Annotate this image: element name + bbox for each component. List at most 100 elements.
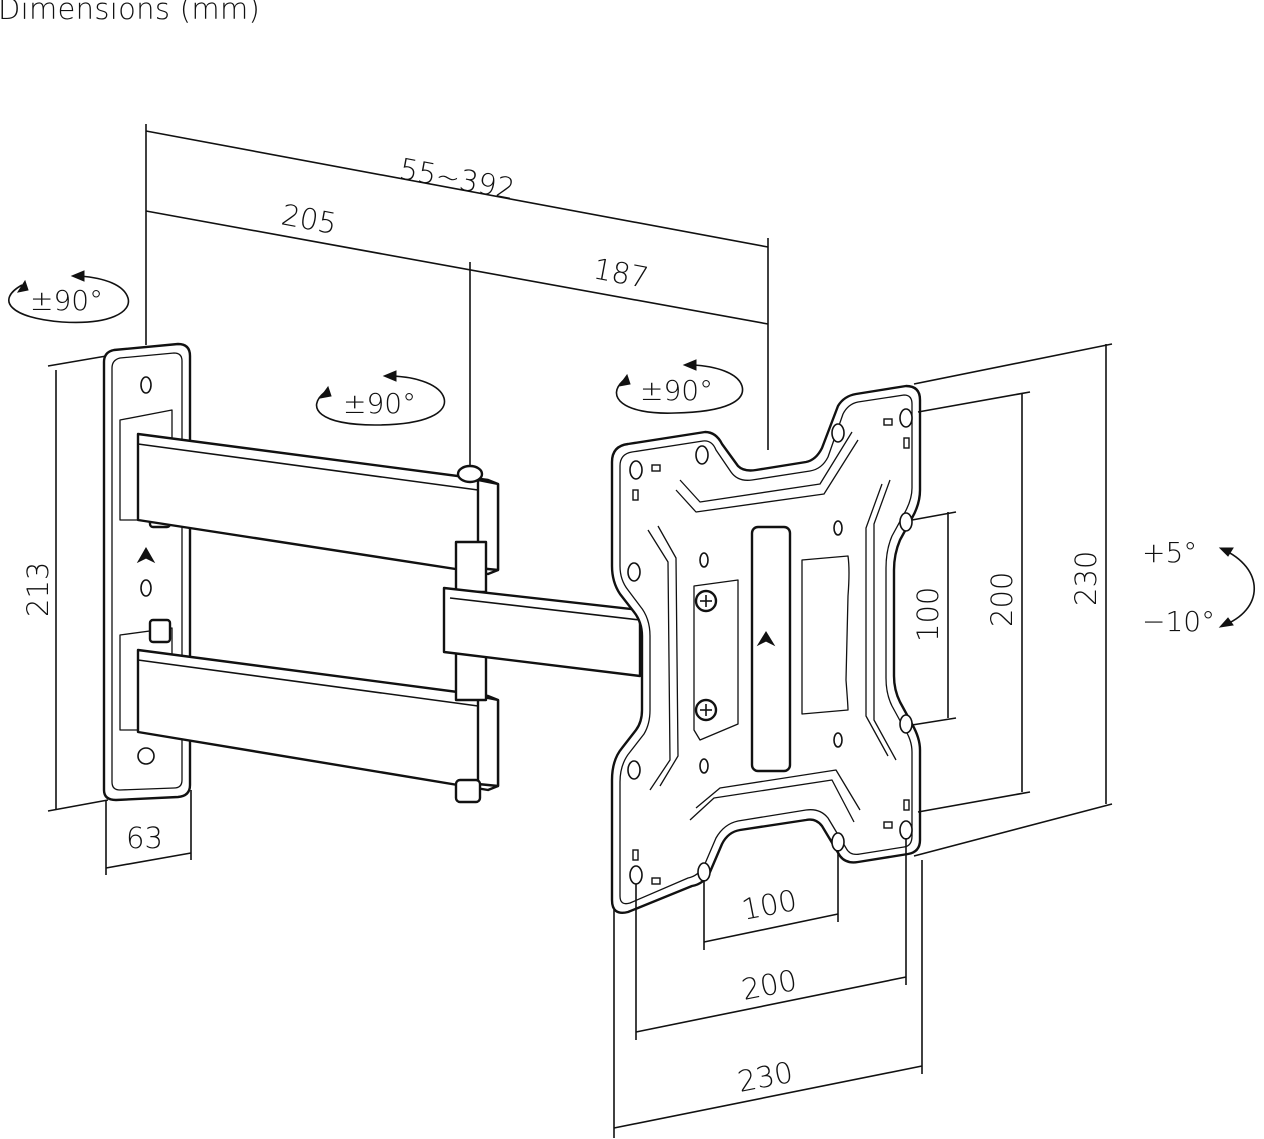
mounting-hole	[697, 862, 711, 882]
slot	[651, 877, 661, 885]
mounting-hole	[833, 520, 843, 536]
dim-label-first-arm: 205	[279, 197, 340, 241]
mounting-hole	[899, 512, 913, 532]
reinforcement-rib	[647, 529, 671, 791]
rotation-arm: ±90°	[315, 370, 446, 426]
rotation-wall: ±90°	[8, 270, 130, 324]
dim-label-wall-height: 213	[21, 562, 55, 617]
dim-label-vesa-h-100: 100	[739, 883, 800, 927]
mounting-hole	[695, 445, 709, 465]
arrow-head-icon	[1218, 547, 1234, 557]
middle-pivot	[454, 540, 488, 702]
dim-label-wall-width: 63	[126, 821, 163, 855]
mounting-hole	[629, 865, 643, 885]
mounting-hole	[699, 552, 709, 568]
rotation-label-plate: ±90°	[640, 374, 713, 407]
mounting-hole	[833, 732, 843, 748]
reinforcement-rib	[675, 439, 859, 513]
cutout-panel	[801, 555, 850, 715]
mounting-hole	[831, 423, 845, 443]
arrow-head-icon	[617, 373, 631, 387]
arrow-head-icon	[682, 359, 697, 371]
rotation-ellipse-icon	[315, 375, 446, 426]
second-arm	[442, 586, 642, 678]
arm-end-cap	[476, 694, 500, 788]
mounting-hole	[137, 747, 155, 765]
extension-line	[913, 343, 1113, 385]
reinforcement-rib	[657, 525, 679, 787]
pivot-bolt-icon	[456, 464, 484, 484]
reinforcement-rib	[873, 479, 897, 761]
second-arm-body	[442, 586, 642, 678]
reinforcement-rib	[865, 483, 889, 757]
arrow-head-icon	[70, 270, 85, 282]
brand-logo-icon	[756, 631, 776, 647]
slot	[651, 464, 661, 472]
arrow-head-icon	[16, 279, 29, 293]
mounting-hole	[627, 760, 641, 780]
slot	[903, 799, 910, 811]
slot	[883, 418, 893, 426]
extension-line	[917, 391, 1031, 413]
dim-line-wall-width	[105, 852, 192, 869]
tv-plate	[610, 384, 922, 914]
mounting-hole	[629, 460, 643, 480]
extension-line	[911, 717, 957, 726]
extension-line	[911, 511, 957, 521]
rotation-label-arm: ±90°	[343, 387, 416, 420]
reinforcement-rib	[679, 431, 853, 503]
mounting-hole	[699, 758, 709, 774]
arrow-head-icon	[1218, 617, 1234, 628]
rotation-label-wall: ±90°	[30, 284, 103, 317]
wall-plate-rim	[111, 352, 183, 791]
arm-edge	[137, 443, 479, 491]
dim-label-width-230: 230	[735, 1055, 796, 1099]
extension-line	[47, 799, 109, 812]
mounting-hole	[899, 820, 913, 840]
dim-line-vesa-h-200	[635, 976, 907, 1033]
brand-logo-icon	[136, 546, 156, 564]
locking-bracket	[693, 579, 739, 741]
slot	[883, 821, 893, 829]
wall-plate: 213 63	[21, 342, 192, 875]
pivot-column	[454, 540, 488, 594]
right-dimensions: 100 200 230	[911, 343, 1113, 857]
tilt-up-label: +5°	[1142, 536, 1197, 569]
arrow-head-icon	[318, 385, 332, 399]
reinforcement-rib	[695, 769, 861, 811]
mounting-hole	[140, 579, 152, 597]
dim-label-height-230: 230	[1069, 551, 1103, 606]
top-dimensions: 55~392 205 187	[145, 124, 769, 470]
mounting-hole	[831, 832, 845, 852]
tv-plate-rim	[619, 394, 913, 905]
rotation-ellipse-icon	[8, 275, 130, 324]
arrow-head-icon	[382, 370, 397, 382]
slot	[632, 489, 639, 501]
arm-edge	[449, 597, 641, 621]
upper-arm	[136, 432, 500, 576]
rotation-ellipse-icon	[615, 364, 744, 414]
dim-line-extension	[145, 130, 769, 248]
rotation-tilt: +5° −10°	[1142, 536, 1256, 638]
tilt-arc-icon	[1221, 548, 1256, 627]
center-slot	[750, 525, 792, 773]
arm-edge	[137, 659, 479, 707]
lower-arm	[136, 648, 500, 804]
dim-line-width-230	[613, 1065, 923, 1129]
mounting-hole	[899, 714, 913, 734]
mounting-hole	[899, 408, 913, 428]
dim-label-vesa-v-200: 200	[985, 572, 1019, 627]
lower-arm-body	[136, 648, 500, 792]
slot	[632, 849, 639, 861]
dim-label-vesa-v-100: 100	[911, 587, 945, 642]
rotation-plate: ±90°	[615, 359, 744, 414]
mounting-hole	[140, 376, 152, 394]
extension-line	[913, 803, 1113, 857]
tilt-down-label: −10°	[1142, 605, 1215, 638]
upper-arm-body	[136, 432, 500, 576]
reinforcement-rib	[689, 779, 855, 823]
dim-label-second-arm: 187	[591, 251, 652, 295]
hex-nut-icon	[148, 618, 172, 644]
extension-line	[917, 791, 1031, 813]
